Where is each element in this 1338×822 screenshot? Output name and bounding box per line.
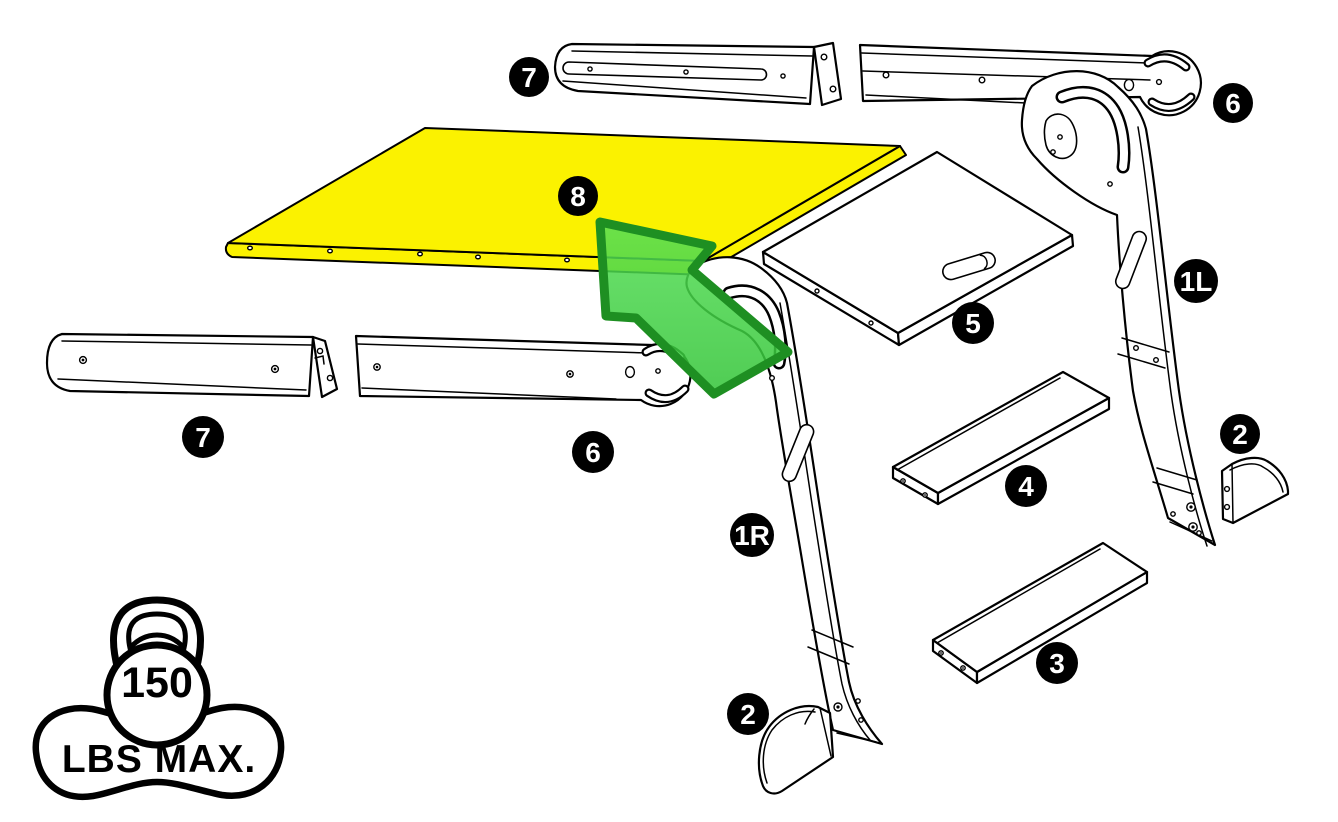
callout-circle (1036, 642, 1078, 684)
part-rail-7-mid (45, 332, 339, 399)
part-rail-6-top (858, 43, 1202, 117)
holes (769, 375, 864, 723)
callout-rail-7-top: 7 (509, 57, 549, 97)
joint-lines (1117, 337, 1198, 495)
callout-circle (572, 431, 614, 473)
part-lid-5 (761, 150, 1075, 347)
holes (246, 245, 571, 263)
holes (78, 355, 280, 374)
weight-value: 150 (121, 659, 193, 707)
holes (900, 478, 928, 498)
callout-label: 7 (521, 62, 537, 93)
callout-lid-5: 5 (952, 302, 994, 344)
joint-lines (807, 629, 854, 665)
part-foot-2-right (1220, 456, 1290, 525)
callout-shelf-3: 3 (1036, 642, 1078, 684)
callout-circle (952, 302, 994, 344)
callout-label: 4 (1018, 471, 1034, 502)
callout-label: 6 (585, 437, 601, 468)
part-foot-2-left (757, 704, 835, 795)
weight-unit: LBS MAX. (62, 738, 256, 781)
callout-circle (727, 693, 769, 735)
holes (814, 288, 874, 326)
part-shelf-4 (891, 370, 1111, 506)
callout-leg-1L: 1L (1174, 259, 1218, 303)
callout-circle (509, 57, 549, 97)
callout-circle (1005, 465, 1047, 507)
callout-label: 1R (734, 520, 770, 551)
callout-circle (1220, 414, 1260, 454)
callout-label: 8 (570, 181, 586, 212)
holes (820, 53, 837, 93)
oblong-slot (1114, 230, 1148, 290)
callout-circle (558, 176, 598, 216)
callout-label: 1L (1180, 266, 1213, 297)
callout-label: 6 (1225, 88, 1241, 119)
part-leg-1L (1020, 70, 1217, 547)
callout-label: 2 (1232, 419, 1248, 450)
part-shelf-3 (931, 541, 1149, 685)
callout-label: 7 (195, 422, 211, 453)
callout-circle (1174, 259, 1218, 303)
handle-cutout (942, 251, 996, 281)
head-slot (1055, 85, 1131, 174)
holes (938, 650, 966, 671)
part-rail-6-mid (354, 334, 692, 408)
callout-shelf-4: 4 (1005, 465, 1047, 507)
cam-slots (1143, 53, 1196, 112)
callout-label: 5 (965, 308, 981, 339)
holes (1050, 134, 1202, 536)
callout-rail-6-mid: 6 (572, 431, 614, 473)
holes (1223, 485, 1231, 511)
kettlebell-icon (103, 596, 211, 749)
callout-circle (730, 513, 774, 557)
highlight-arrow (595, 217, 793, 399)
callout-tabletop-8: 8 (558, 176, 598, 216)
callout-label: 2 (740, 699, 756, 730)
holes (316, 347, 334, 382)
callout-leg-1R: 1R (730, 513, 774, 557)
callout-rail-7-mid: 7 (182, 416, 224, 458)
part-rail-7-top (553, 41, 843, 107)
callout-rail-6-top: 6 (1213, 83, 1253, 123)
callout-foot-2-left: 2 (727, 693, 769, 735)
holes (882, 71, 1163, 92)
callout-label: 3 (1049, 648, 1065, 679)
callout-circle (182, 416, 224, 458)
callout-foot-2-right: 2 (1220, 414, 1260, 454)
arrow-icon (595, 217, 793, 399)
holes (587, 66, 786, 79)
holes (373, 363, 661, 379)
oblong-slot (781, 423, 815, 483)
weight-limit-badge: 150 LBS MAX. (32, 596, 285, 801)
callout-circle (1213, 83, 1253, 123)
